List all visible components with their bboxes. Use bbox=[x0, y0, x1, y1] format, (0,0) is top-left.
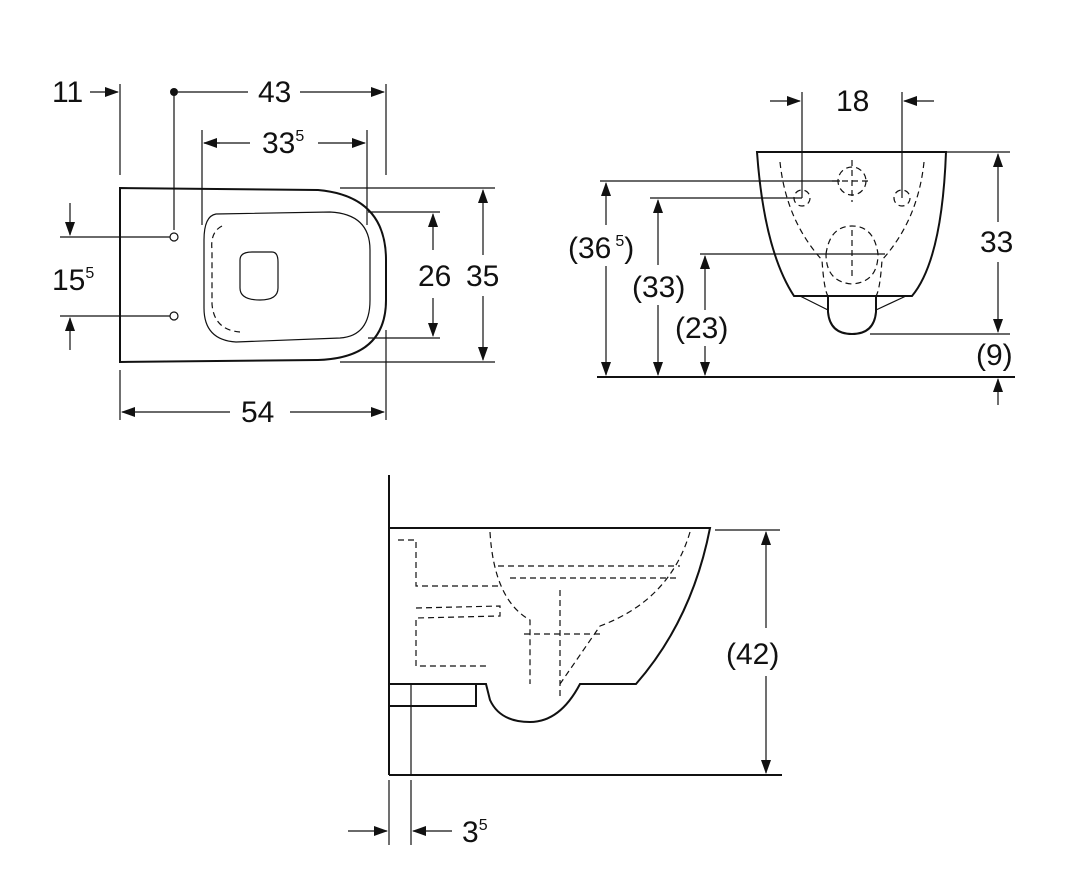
dim-43-label: 43 bbox=[258, 76, 291, 109]
side-view: (42) 35 bbox=[348, 475, 782, 849]
front-view-outline bbox=[755, 151, 948, 297]
dim-15-5-label: 155 bbox=[52, 264, 94, 297]
front-view-bolt-right bbox=[893, 189, 911, 207]
fixing-hole-upper bbox=[169, 232, 179, 242]
front-view-hidden-cavity bbox=[779, 161, 925, 297]
dim-11-label: 11 bbox=[52, 76, 83, 109]
dim-33-5-label: 335 bbox=[262, 127, 304, 160]
front-view-foot bbox=[799, 295, 907, 311]
dim-26-label: 26 bbox=[418, 260, 451, 293]
dim-23-paren-label: (23) bbox=[675, 312, 728, 345]
dim-18-label: 18 bbox=[836, 85, 869, 118]
fixing-hole-lower bbox=[169, 311, 179, 321]
dim-33-label: 33 bbox=[980, 226, 1013, 259]
top-view-outlet bbox=[239, 251, 279, 301]
side-view-hidden-cavity bbox=[489, 531, 691, 685]
top-view: 11 43 335 26 35 155 54 bbox=[52, 76, 499, 429]
dim-54-label: 54 bbox=[241, 396, 274, 429]
side-view-hidden-pipe bbox=[398, 539, 501, 667]
top-view-outline bbox=[119, 186, 387, 364]
side-view-base bbox=[389, 683, 477, 707]
dim-42-paren-label: (42) bbox=[726, 638, 779, 671]
dim-35-label: 35 bbox=[466, 260, 499, 293]
dim-3-5-label: 35 bbox=[462, 816, 488, 849]
dim-9-paren-label: (9) bbox=[976, 339, 1013, 372]
top-view-bowl-hidden bbox=[211, 225, 241, 333]
side-view-outline bbox=[389, 527, 712, 724]
dim-43-origin-dot bbox=[170, 88, 178, 96]
front-view-trap bbox=[827, 296, 877, 336]
top-view-bowl bbox=[203, 211, 371, 343]
dim-33-paren-label: (33) bbox=[632, 271, 685, 304]
